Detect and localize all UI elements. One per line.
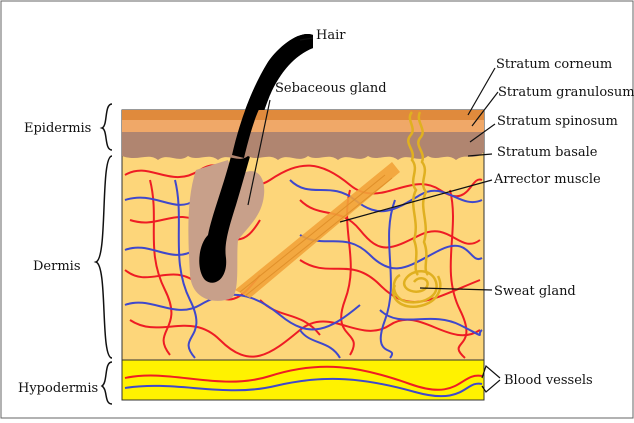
stratum-corneum-layer (122, 110, 484, 120)
stratum-spinosum-basale-layer (122, 132, 484, 160)
label-stratum-corneum: Stratum corneum (496, 57, 612, 72)
label-sweat-gland: Sweat gland (494, 284, 576, 299)
label-arrector-muscle: Arrector muscle (493, 172, 601, 187)
label-sebaceous-gland: Sebaceous gland (275, 81, 387, 96)
label-dermis: Dermis (33, 259, 81, 274)
layer-brackets (96, 104, 112, 404)
label-epidermis: Epidermis (24, 121, 91, 136)
label-stratum-spinosum: Stratum spinosum (497, 114, 618, 129)
stratum-granulosum-layer (122, 120, 484, 132)
label-hair: Hair (316, 28, 346, 43)
label-stratum-granulosum: Stratum granulosum (498, 85, 634, 100)
label-hypodermis: Hypodermis (18, 381, 98, 396)
label-blood-vessels: Blood vessels (504, 373, 593, 388)
label-stratum-basale: Stratum basale (497, 145, 598, 160)
